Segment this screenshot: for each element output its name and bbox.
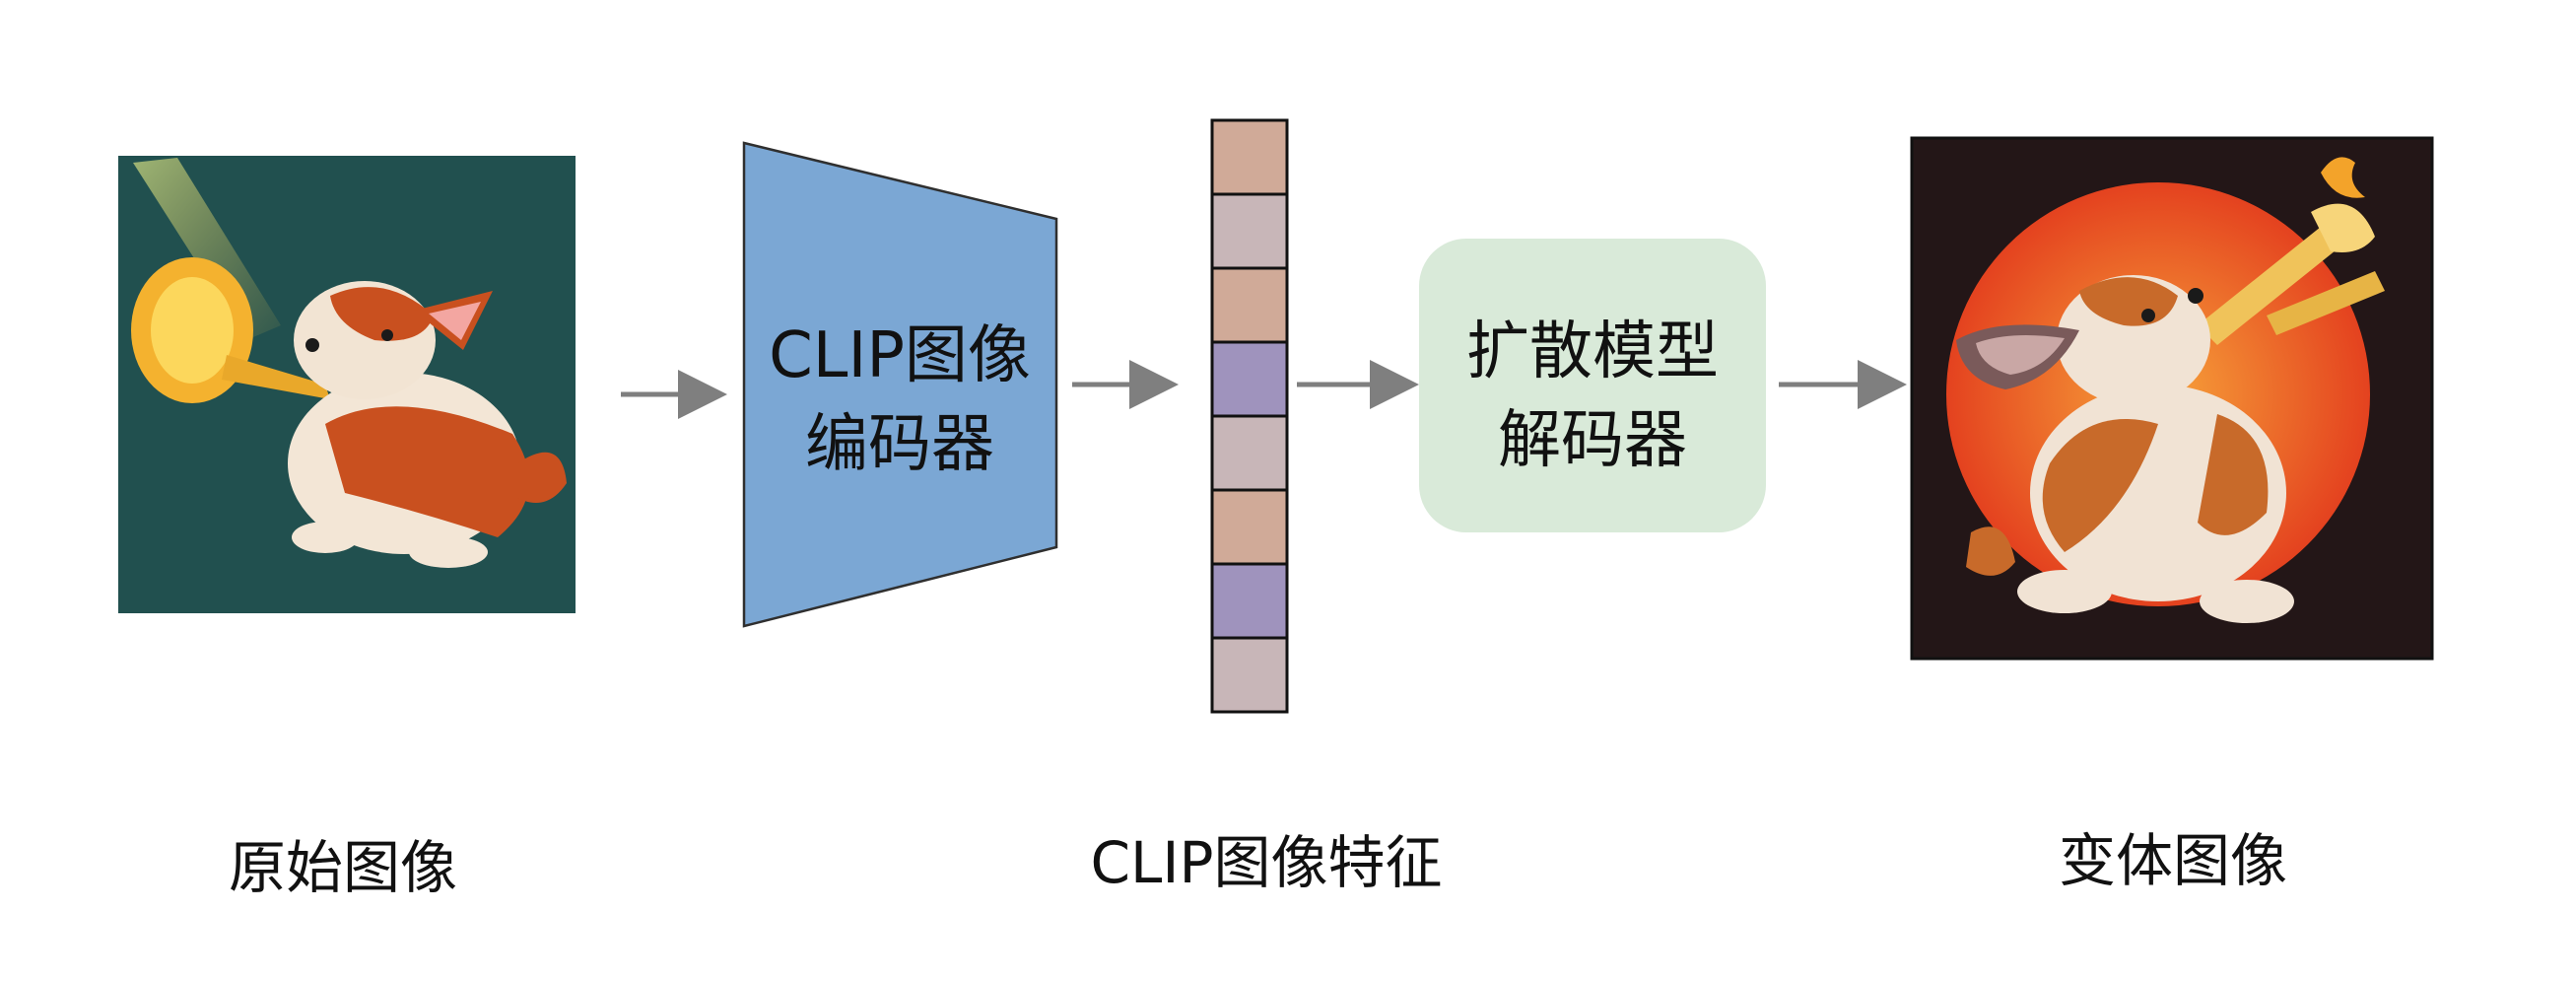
original-image [118,156,576,613]
feature-cell [1210,636,1289,714]
feature-cell [1210,488,1289,566]
encoder-shape [742,141,1058,628]
encoder-label-line2: 编码器 [805,408,994,481]
corgi-trumpet-icon [131,257,567,568]
variant-image-caption: 变体图像 [2059,827,2287,894]
decoder-label-line2: 解码器 [1498,404,1687,477]
feature-caption: CLIP图像特征 [1091,829,1443,896]
decoder-box [1419,239,1766,532]
feature-cell [1210,562,1289,640]
feature-cell [1210,340,1289,418]
diffusion-model-decoder: 扩散模型 解码器 [1419,239,1766,532]
clip-image-encoder: CLIP图像 编码器 [742,141,1058,628]
clip-feature-vector [1210,118,1289,714]
feature-cell [1210,192,1289,270]
feature-cell [1210,266,1289,344]
variant-image [1910,136,2434,661]
original-image-caption: 原始图像 [229,834,457,901]
feature-cell [1210,414,1289,492]
encoder-label-line1: CLIP图像 [769,319,1031,392]
corgi-trombone-icon [1956,157,2385,623]
decoder-label-line1: 扩散模型 [1466,316,1719,388]
feature-cell [1210,118,1289,196]
